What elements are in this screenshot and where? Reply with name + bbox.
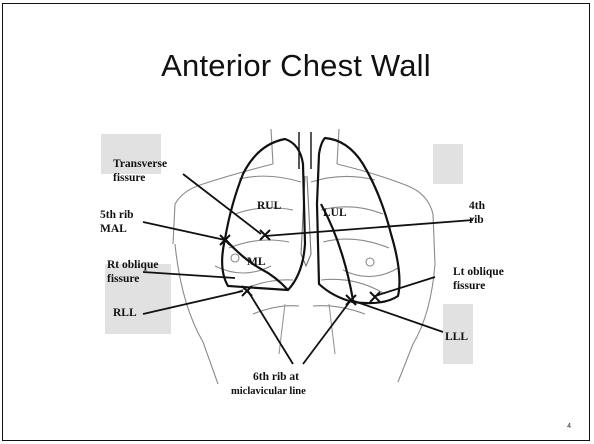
label-rib4-2: rib [469, 214, 484, 226]
label-lt-oblique-2: fissure [453, 280, 485, 292]
label-lll: LLL [445, 331, 468, 343]
label-rt-oblique-2: fissure [107, 273, 139, 285]
page-number: 4 [567, 423, 571, 430]
label-transverse-2: fissure [113, 172, 145, 184]
label-lt-oblique-1: Lt oblique [453, 266, 504, 278]
label-ml: ML [247, 256, 266, 268]
label-lul: LUL [323, 207, 347, 219]
label-rib6-2: miclavicular line [231, 386, 306, 397]
label-rt-oblique-1: Rt oblique [107, 259, 158, 271]
label-rll: RLL [113, 307, 137, 319]
anterior-chest-diagram: Transverse fissure 5th rib MAL RUL LUL 4… [3, 4, 591, 442]
label-rib5-2: MAL [100, 223, 127, 235]
label-rul: RUL [257, 200, 282, 212]
lung-outlines [222, 132, 399, 303]
label-rib4-1: 4th [469, 200, 486, 212]
x-marker [370, 292, 380, 302]
label-transverse-1: Transverse [113, 158, 167, 170]
label-rib5-1: 5th rib [100, 209, 134, 221]
label-rib6-1: 6th rib at [253, 371, 299, 383]
slide: Anterior Chest Wall [2, 3, 590, 441]
